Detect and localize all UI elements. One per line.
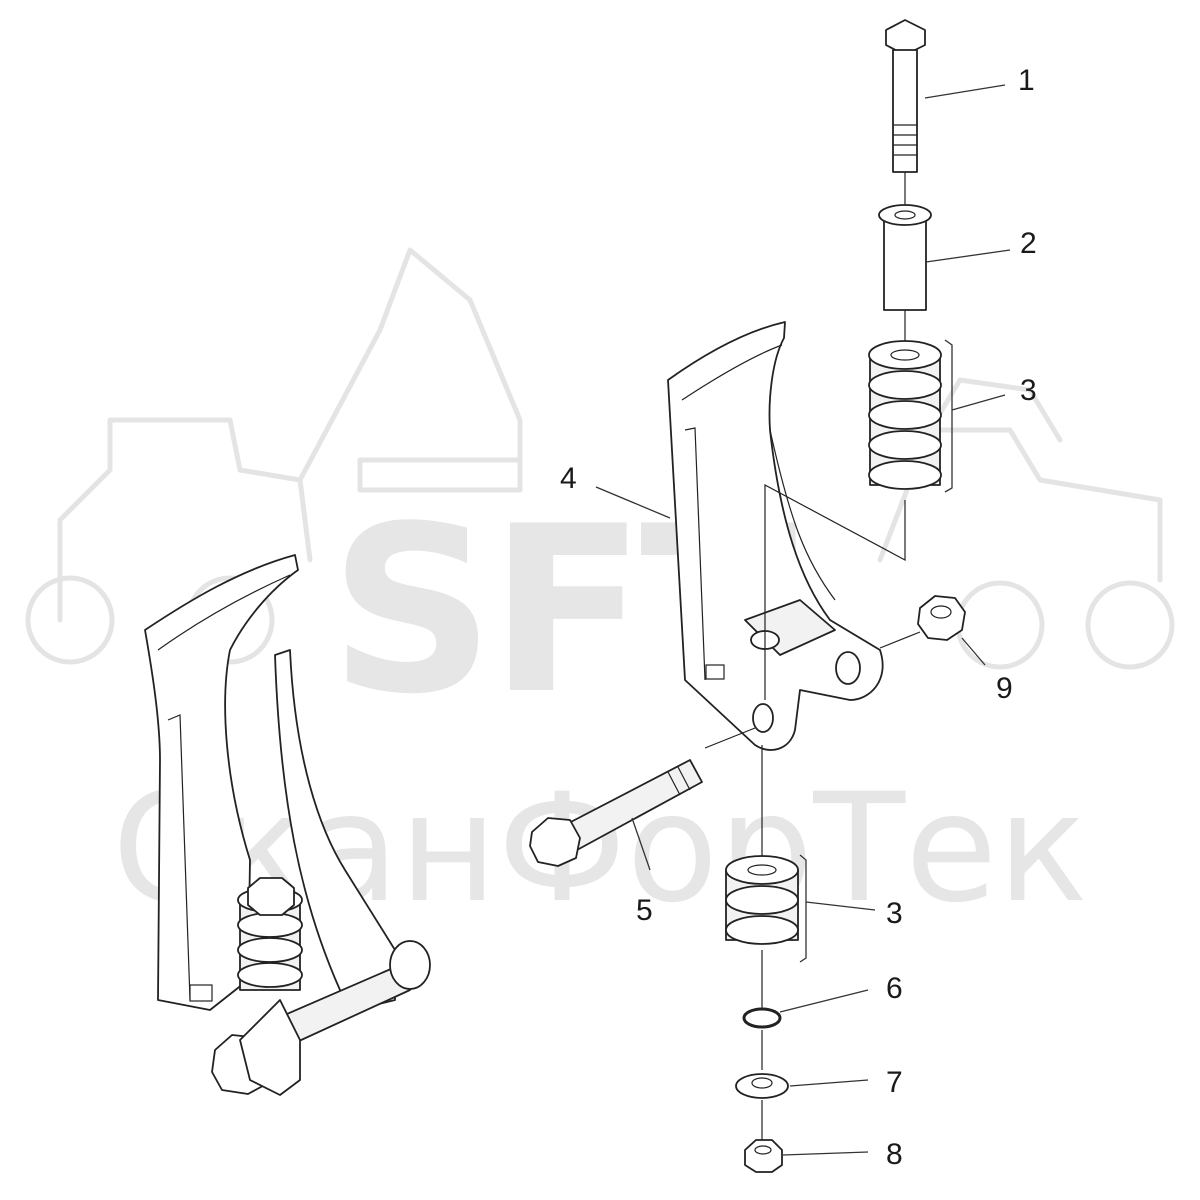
callout-8: 8 bbox=[886, 1138, 903, 1171]
part-1-bolt bbox=[885, 19, 926, 173]
part-2-sleeve bbox=[878, 204, 932, 311]
part-8-nut bbox=[744, 1139, 783, 1173]
part-4-bracket bbox=[667, 321, 884, 751]
leader-lines bbox=[595, 84, 1011, 1156]
watermark-machine-outline bbox=[25, 247, 1175, 670]
callout-3-lower: 3 bbox=[886, 897, 903, 930]
part-6-o-ring bbox=[742, 1007, 782, 1029]
callout-2: 2 bbox=[1020, 227, 1037, 260]
part-5-bolt bbox=[529, 759, 703, 867]
part-7-washer bbox=[735, 1073, 789, 1099]
callout-9: 9 bbox=[996, 672, 1013, 705]
assembly-centerlines bbox=[704, 170, 921, 1140]
callout-4: 4 bbox=[560, 462, 577, 495]
callout-labels: 1 2 3 4 9 5 3 6 7 8 bbox=[560, 64, 1037, 1171]
callout-7: 7 bbox=[886, 1066, 903, 1099]
part-9-nut bbox=[917, 595, 966, 641]
part-3-upper-spring-stack bbox=[868, 339, 953, 493]
callout-3-upper: 3 bbox=[1020, 374, 1037, 407]
part-3-lower-spring-stack bbox=[725, 854, 807, 963]
callout-6: 6 bbox=[886, 972, 903, 1005]
assembled-bracket bbox=[144, 554, 431, 1096]
assembled-spring-stack bbox=[237, 877, 303, 991]
callout-1: 1 bbox=[1018, 64, 1035, 97]
callout-5: 5 bbox=[636, 894, 653, 927]
